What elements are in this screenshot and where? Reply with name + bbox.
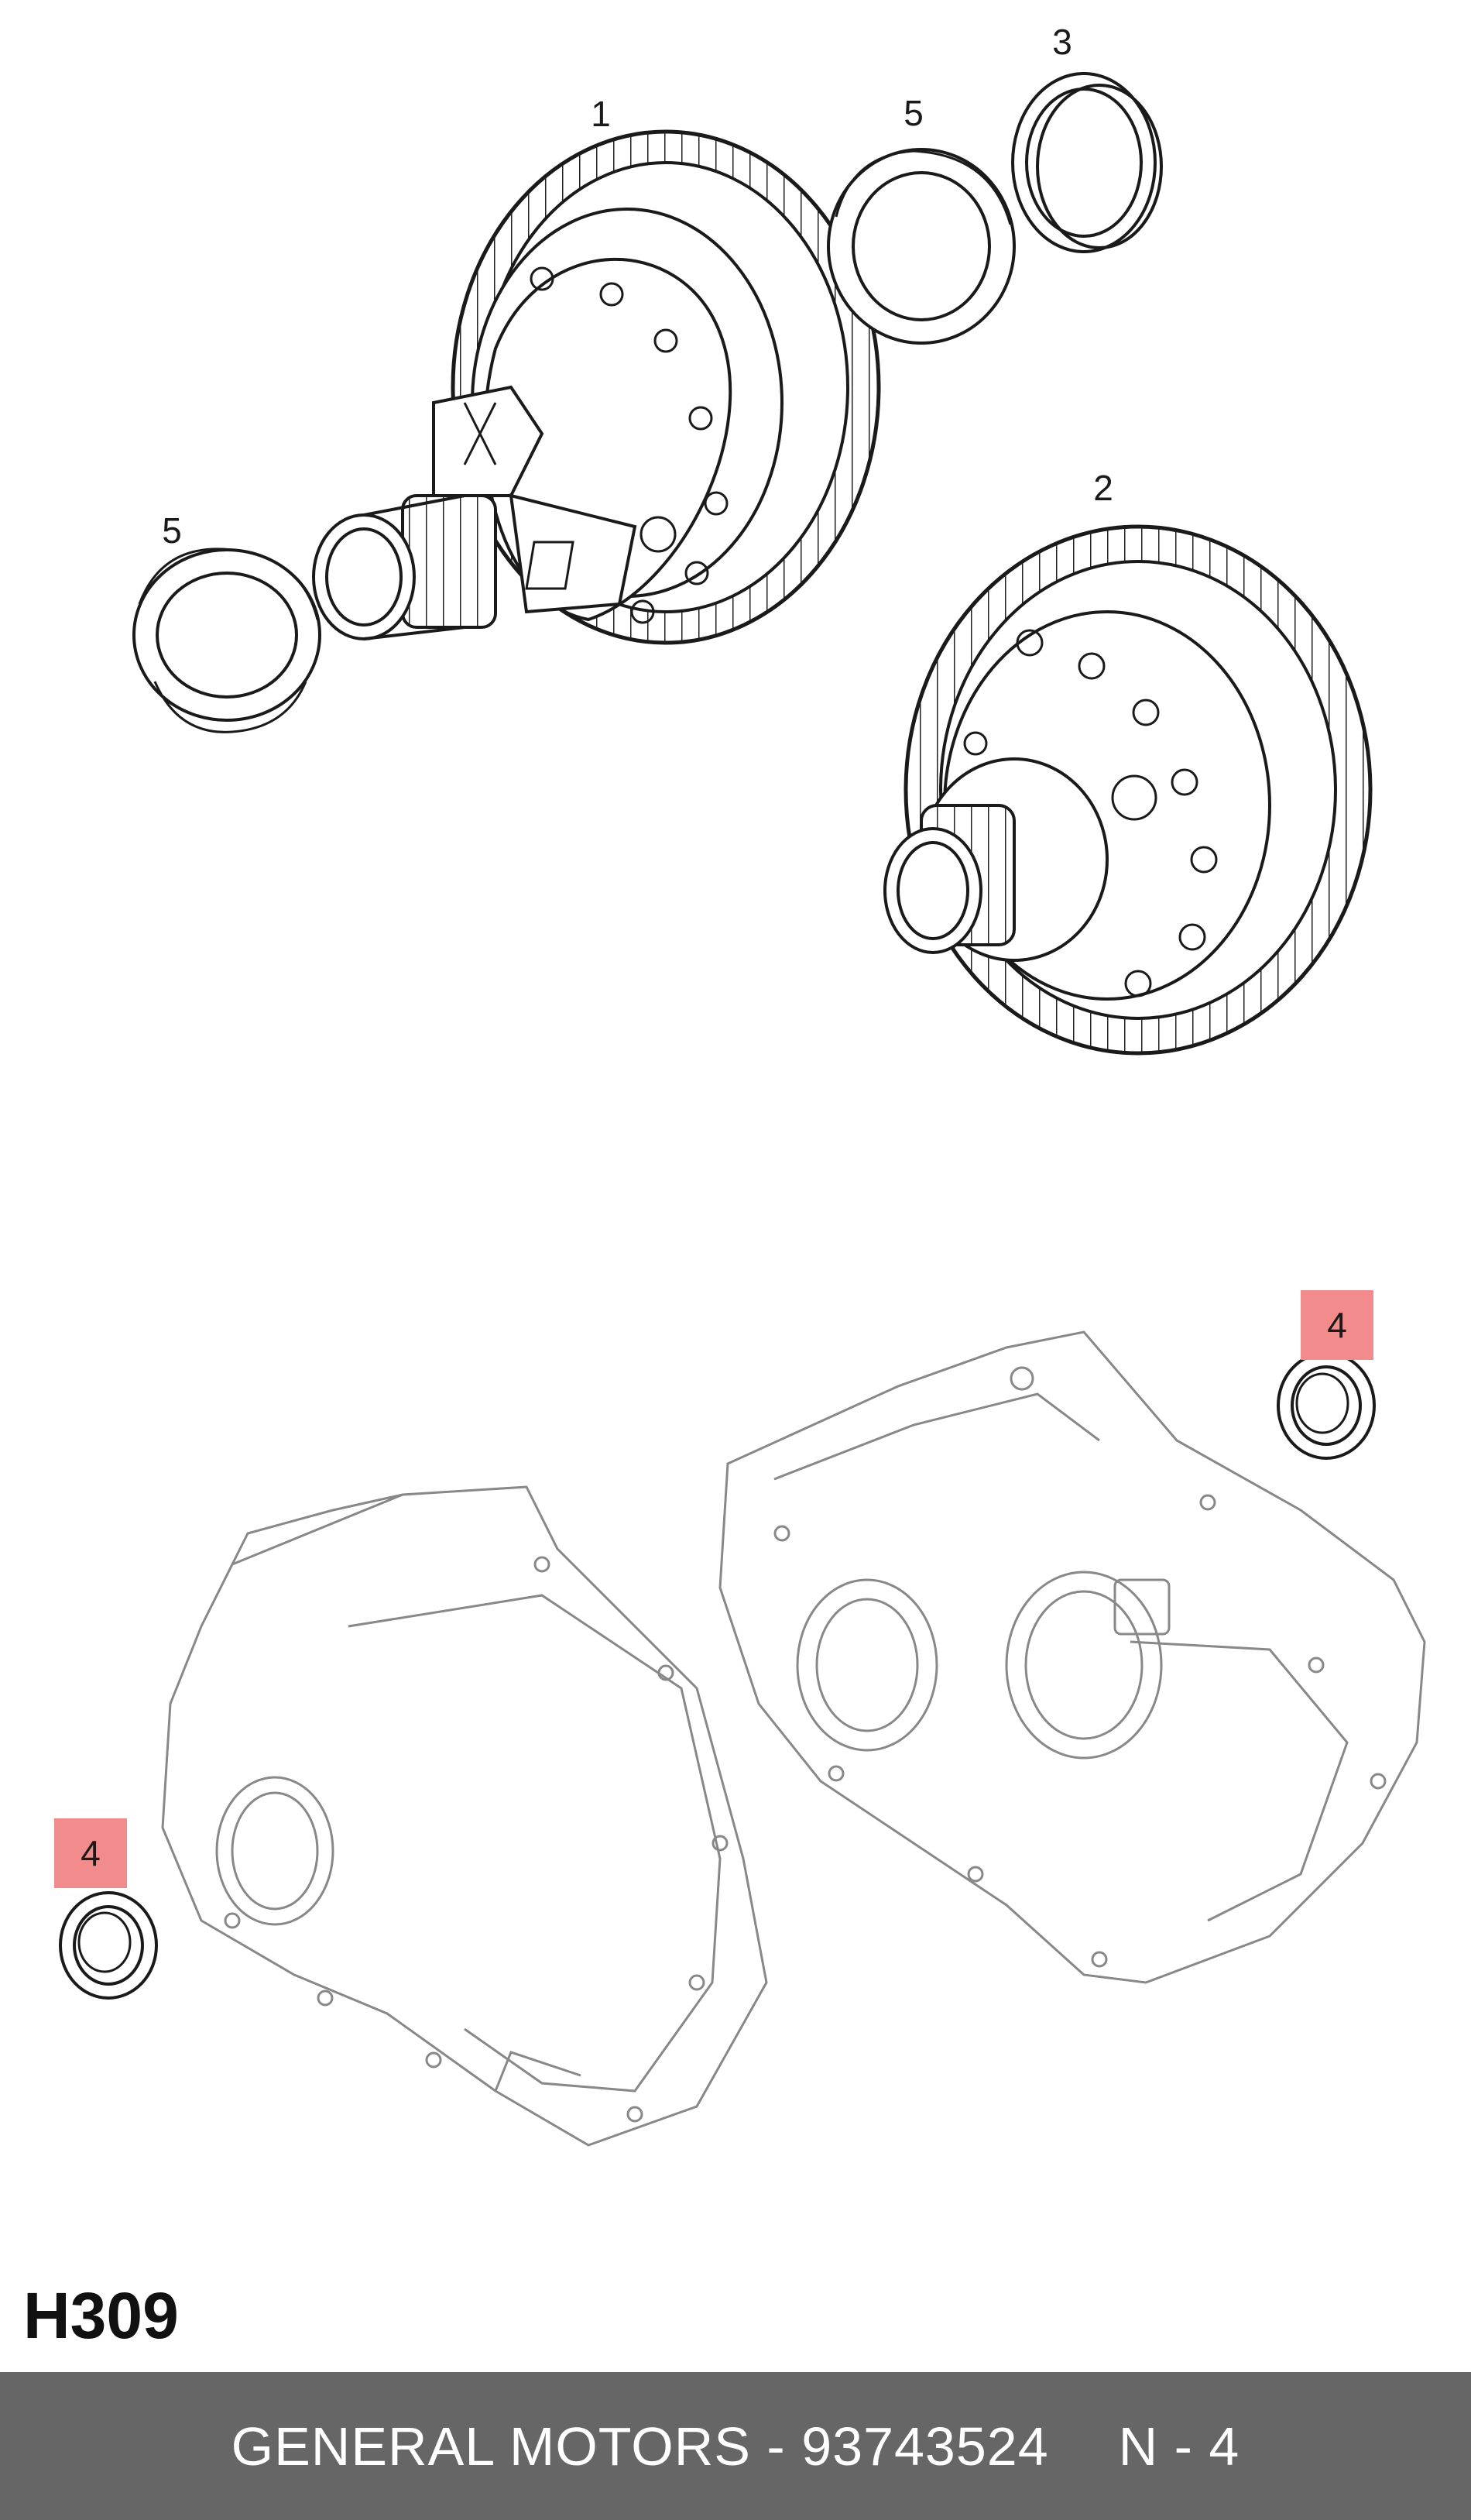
transmission-bell-housing	[161, 1485, 768, 2147]
differential-assembly-2	[883, 524, 1373, 1056]
bearing-ring-5-left	[132, 548, 321, 733]
footer-brand: GENERAL MOTORS	[231, 2415, 751, 2477]
transmission-case	[718, 1330, 1426, 1984]
exploded-parts-diagram	[59, 72, 1426, 2147]
footer-bar: GENERAL MOTORS - 93743524 N - 4	[0, 2372, 1471, 2520]
callout-4-left-highlighted: 4	[54, 1818, 127, 1888]
oil-seal-4-right	[1277, 1351, 1376, 1460]
footer-separator: -	[750, 2415, 802, 2477]
bearing-ring-5-right	[827, 148, 1016, 345]
callout-1: 1	[591, 94, 611, 134]
callout-5-left: 5	[162, 510, 182, 551]
callout-4-right-highlighted: 4	[1301, 1290, 1373, 1360]
differential-assembly-1	[312, 129, 881, 645]
shim-ring-3	[1011, 72, 1163, 253]
oil-seal-4-left	[59, 1891, 158, 2000]
callout-3: 3	[1052, 22, 1072, 62]
footer-part-number: 93743524	[801, 2415, 1049, 2477]
footer-text: GENERAL MOTORS - 93743524 N - 4	[231, 2415, 1240, 2477]
diagram-code: H309	[23, 2279, 179, 2352]
callout-2: 2	[1093, 468, 1113, 508]
callout-5-right: 5	[904, 93, 924, 133]
footer-position: N - 4	[1118, 2415, 1240, 2477]
